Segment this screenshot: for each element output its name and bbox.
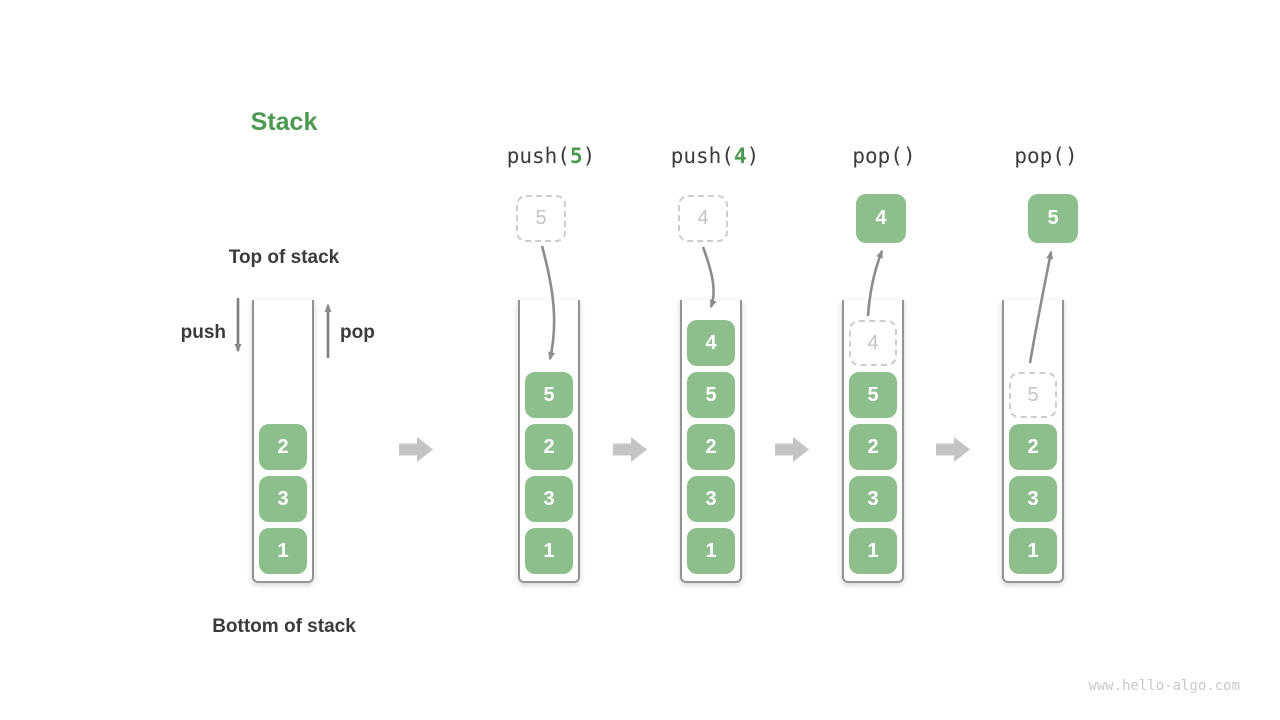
incoming-value-box: 4 — [678, 195, 728, 242]
stack-cell: 1 — [1009, 528, 1057, 574]
ghost-cell: 4 — [849, 320, 897, 366]
push-label: push — [180, 322, 226, 343]
stack-cell: 3 — [1009, 476, 1057, 522]
stack-cell: 1 — [849, 528, 897, 574]
op-text: ) — [1064, 144, 1078, 168]
stack-cell: 2 — [687, 424, 735, 470]
op-text: push( — [506, 144, 570, 168]
op-arg: 4 — [733, 144, 747, 168]
stack-cell: 4 — [687, 320, 735, 366]
op-text: pop( — [852, 144, 903, 168]
op-text: ) — [746, 144, 760, 168]
stack-cell: 2 — [1009, 424, 1057, 470]
stack-cell: 1 — [687, 528, 735, 574]
stack-cell: 2 — [849, 424, 897, 470]
pop-label: pop — [340, 322, 375, 343]
stack-cell: 2 — [525, 424, 573, 470]
top-of-stack-label: Top of stack — [228, 247, 340, 268]
stack-cell: 3 — [525, 476, 573, 522]
stack-cell: 5 — [849, 372, 897, 418]
diagram-title: Stack — [250, 108, 318, 136]
stage-transition-arrow-icon — [775, 437, 809, 462]
op-text: ) — [902, 144, 916, 168]
stack-cell: 3 — [259, 476, 307, 522]
op-arg: 5 — [569, 144, 583, 168]
stage-transition-arrow-icon — [399, 437, 433, 462]
popped-value-box: 5 — [1028, 194, 1078, 243]
stack-cell: 3 — [687, 476, 735, 522]
stage-transition-arrow-icon — [613, 437, 647, 462]
stack-cell: 5 — [687, 372, 735, 418]
popped-value-box: 4 — [856, 194, 906, 243]
op-text: push( — [670, 144, 734, 168]
ghost-cell: 5 — [1009, 372, 1057, 418]
operation-label-push-5: push(5) — [471, 142, 631, 170]
stack-cell: 1 — [525, 528, 573, 574]
stack-cell: 3 — [849, 476, 897, 522]
operation-label-pop-2: pop() — [966, 142, 1126, 170]
stage-transition-arrow-icon — [936, 437, 970, 462]
operation-label-pop-1: pop() — [804, 142, 964, 170]
stack-cell: 5 — [525, 372, 573, 418]
stack-cell: 2 — [259, 424, 307, 470]
operation-label-push-4: push(4) — [635, 142, 795, 170]
push-4-arrow — [701, 246, 717, 309]
bottom-of-stack-label: Bottom of stack — [212, 616, 356, 637]
watermark: www.hello-algo.com — [1088, 678, 1240, 694]
op-text: ) — [582, 144, 596, 168]
stack-cell: 1 — [259, 528, 307, 574]
op-text: pop( — [1014, 144, 1065, 168]
incoming-value-box: 5 — [516, 195, 566, 242]
